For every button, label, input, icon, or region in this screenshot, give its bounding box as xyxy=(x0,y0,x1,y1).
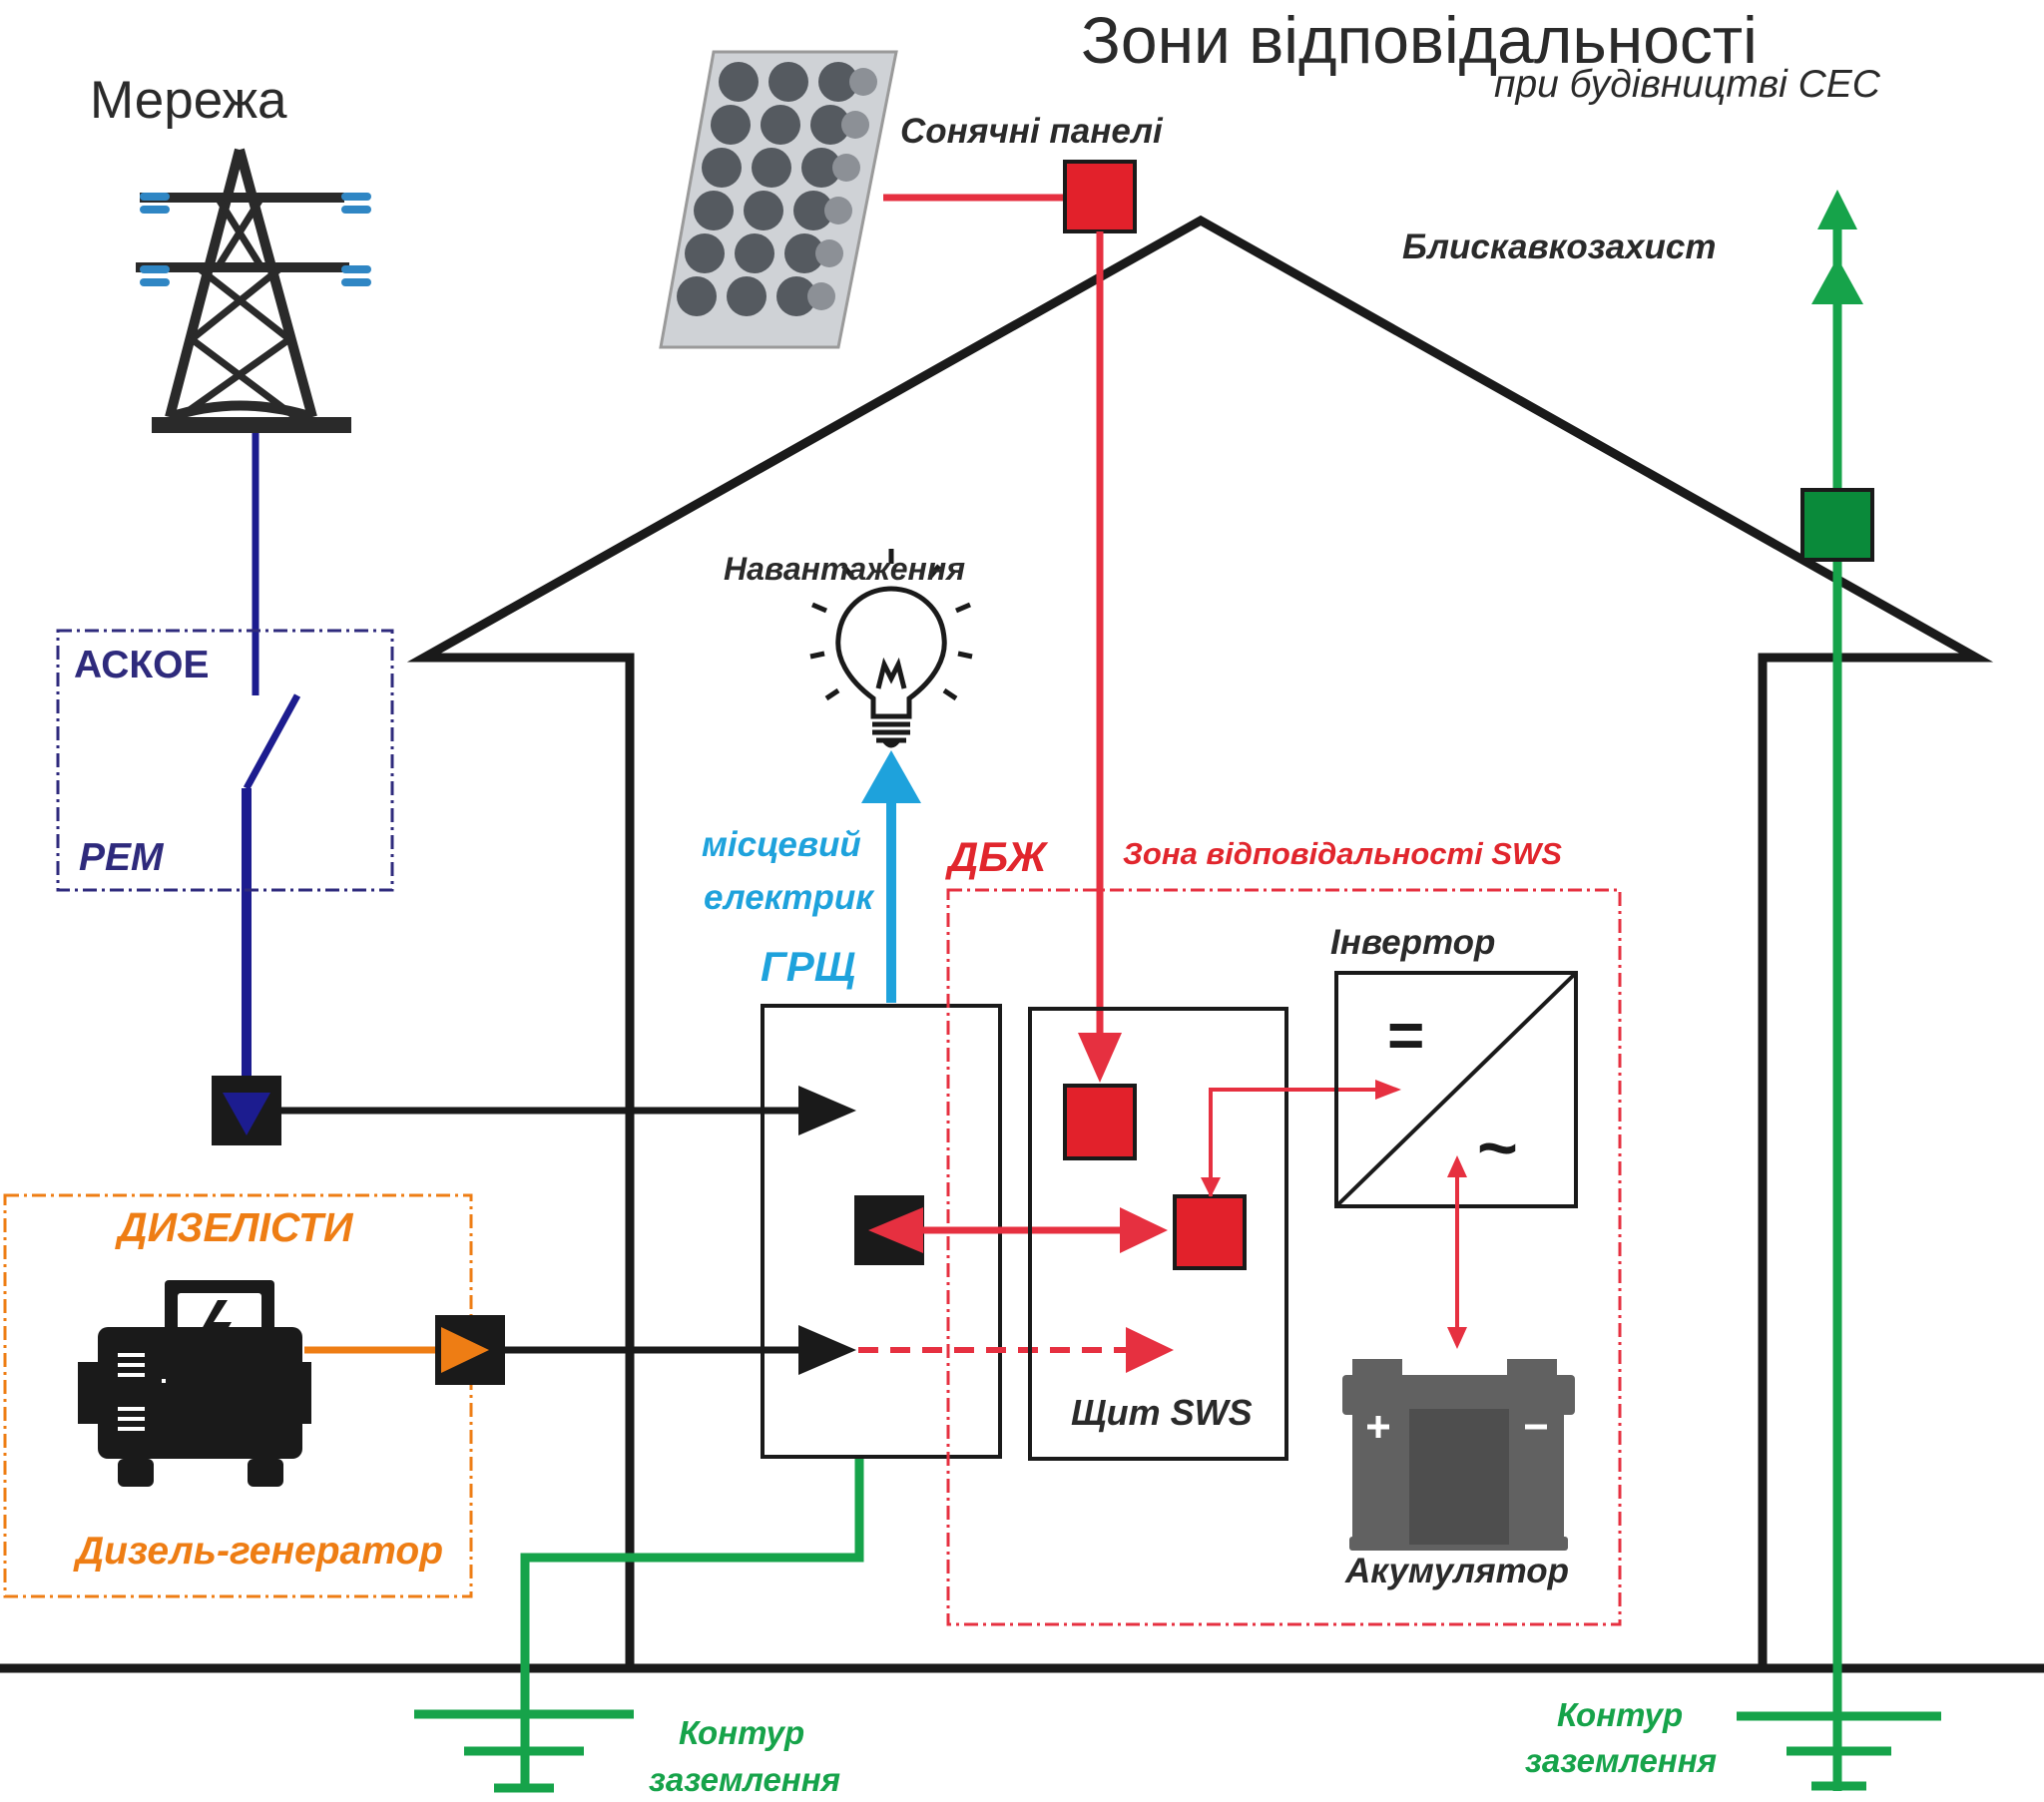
page-subtitle: при будівництві СЕС xyxy=(1494,63,1880,106)
dbzh-label: ДБЖ xyxy=(948,833,1047,880)
sws-panel xyxy=(1028,1007,1288,1461)
lightning-junction-box xyxy=(1800,488,1874,562)
diesel-zone xyxy=(3,1193,473,1598)
sws-zone-label: Зона відповідальності SWS xyxy=(1123,836,1562,871)
grsch-sws-arrow-right xyxy=(1120,1207,1168,1253)
sws-zone xyxy=(946,888,1622,1626)
ground-left-label-1: Контур xyxy=(679,1714,805,1751)
grsch-to-sws-dashed-arrow xyxy=(1126,1327,1174,1373)
load-label: Навантаження xyxy=(724,551,966,587)
sws-inverter-link xyxy=(1209,1088,1389,1196)
solar-junction-box xyxy=(1063,160,1137,233)
ground-right-label-2: заземлення xyxy=(1525,1742,1718,1779)
ground-left-label-2: заземлення xyxy=(649,1761,841,1798)
diesel-arrow-head xyxy=(441,1327,489,1373)
generator-icon xyxy=(78,1280,311,1487)
battery-icon xyxy=(1342,1359,1575,1551)
lightning-protection-label: Блискавкозахист xyxy=(1402,227,1717,266)
askoe-label: АСКОЕ xyxy=(74,644,210,686)
solar-down-arrow xyxy=(1078,1033,1122,1083)
grid-switch xyxy=(243,693,301,790)
askoe-zone xyxy=(56,629,394,892)
sws-inverter-link-arrow-down xyxy=(1201,1177,1221,1197)
inverter-label: Інвертор xyxy=(1330,923,1496,962)
grsch-ground-line xyxy=(520,1459,864,1791)
grid-to-grsch-arrow xyxy=(798,1086,856,1135)
sws-panel-label: Щит SWS xyxy=(1071,1392,1253,1433)
inverter-battery-arrow-up xyxy=(1447,1155,1467,1177)
ground-right-label-1: Контур xyxy=(1557,1696,1684,1733)
solar-panels-label: Сонячні панелі xyxy=(900,112,1163,151)
ground-symbol-right xyxy=(1737,1711,1941,1791)
solar-panel-icon xyxy=(659,50,898,349)
lightning-rod-arrow xyxy=(1817,190,1857,229)
light-bulb-icon xyxy=(809,549,973,748)
inverter-diagonal xyxy=(1336,973,1576,1206)
sws-dc-breaker xyxy=(1063,1084,1137,1160)
sws-ac-breaker xyxy=(1173,1194,1247,1270)
grid-arrow-head xyxy=(223,1093,270,1135)
battery-label: Акумулятор xyxy=(1345,1552,1570,1590)
inverter-dc-symbol: = xyxy=(1387,999,1425,1071)
page-title: Зони відповідальності xyxy=(1081,3,1758,77)
local-electrician-label-1: місцевий xyxy=(702,825,861,864)
grsch-sws-arrow-left xyxy=(868,1207,923,1253)
inverter-battery-arrow-down xyxy=(1447,1327,1467,1349)
local-electrician-label-2: електрик xyxy=(704,878,874,917)
ground-symbol-left xyxy=(414,1709,634,1793)
diesel-team-label: ДИЗЕЛІСТИ xyxy=(118,1204,353,1250)
rem-label: РЕМ xyxy=(79,836,164,879)
inverter-ac-symbol: ~ xyxy=(1477,1109,1518,1186)
power-tower-icon xyxy=(136,148,371,433)
house-outline xyxy=(406,215,1994,1668)
local-electrician-arrow xyxy=(861,750,921,803)
diesel-to-grsch-arrow xyxy=(798,1325,856,1375)
sws-inverter-link-arrow-right xyxy=(1375,1080,1401,1100)
diesel-generator-label: Дизель-генератор xyxy=(76,1530,444,1573)
grsch-label: ГРЩ xyxy=(761,943,856,990)
grid-label: Мережа xyxy=(90,71,287,130)
